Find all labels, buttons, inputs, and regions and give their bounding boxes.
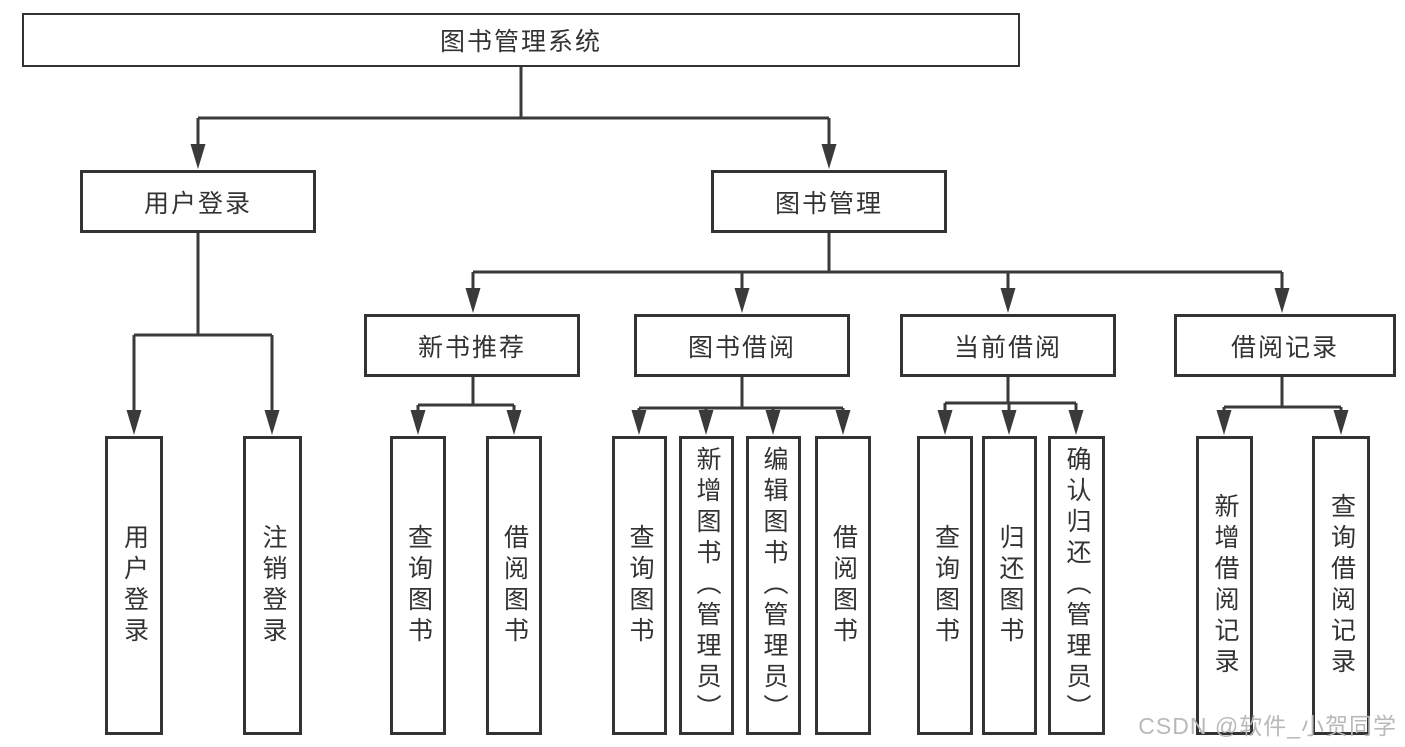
node-root-label: 图书管理系统: [439, 28, 602, 56]
leaf-user-login: 用户登录: [105, 436, 163, 735]
node-new-book-recommend: 新书推荐: [364, 314, 580, 377]
node-user-login: 用户登录: [80, 170, 316, 233]
leaf-borrow-books: 借阅图书: [815, 436, 871, 735]
leaf-add-books-admin: 新增图书（管理员）: [679, 436, 734, 735]
leaf-confirm-return-admin-label: 确认归还（管理员）: [1063, 446, 1091, 725]
node-current-borrow: 当前借阅: [900, 314, 1116, 377]
leaf-add-books-admin-label: 新增图书（管理员）: [693, 446, 721, 725]
arrowhead-icons: [126, 144, 1349, 435]
leaf-borrow-query-books-label: 查询图书: [626, 523, 654, 648]
node-book-management-label: 图书管理: [774, 189, 883, 218]
leaf-add-borrow-record: 新增借阅记录: [1196, 436, 1253, 735]
leaf-current-query-books: 查询图书: [917, 436, 973, 735]
leaf-return-books: 归还图书: [982, 436, 1037, 735]
leaf-user-login-label: 用户登录: [120, 523, 149, 648]
leaf-current-query-books-label: 查询图书: [931, 523, 960, 648]
node-borrow-records-label: 借阅记录: [1230, 333, 1339, 362]
node-borrow-records: 借阅记录: [1174, 314, 1396, 377]
node-new-book-recommend-label: 新书推荐: [417, 333, 526, 362]
leaf-newbook-query-books-label: 查询图书: [404, 523, 433, 648]
node-user-login-label: 用户登录: [143, 189, 252, 218]
leaf-newbook-query-books: 查询图书: [390, 436, 446, 735]
node-book-management: 图书管理: [711, 170, 947, 233]
leaf-edit-books-admin-label: 编辑图书（管理员）: [760, 446, 788, 725]
leaf-confirm-return-admin: 确认归还（管理员）: [1048, 436, 1105, 735]
csdn-watermark: CSDN @软件_小贺同学: [1138, 713, 1397, 739]
leaf-logout: 注销登录: [243, 436, 302, 735]
node-book-borrow: 图书借阅: [634, 314, 850, 377]
node-book-borrow-label: 图书借阅: [687, 333, 796, 362]
leaf-logout-label: 注销登录: [259, 523, 287, 648]
node-root: 图书管理系统: [22, 13, 1020, 67]
leaf-borrow-books-label: 借阅图书: [829, 523, 858, 648]
leaf-newbook-borrow-books-label: 借阅图书: [500, 523, 529, 648]
leaf-newbook-borrow-books: 借阅图书: [486, 436, 542, 735]
leaf-borrow-query-books: 查询图书: [612, 436, 667, 735]
leaf-add-borrow-record-label: 新增借阅记录: [1211, 492, 1239, 679]
leaf-query-borrow-record-label: 查询借阅记录: [1327, 492, 1356, 679]
node-current-borrow-label: 当前借阅: [953, 333, 1062, 362]
leaf-return-books-label: 归还图书: [996, 523, 1024, 648]
leaf-edit-books-admin: 编辑图书（管理员）: [746, 436, 801, 735]
leaf-query-borrow-record: 查询借阅记录: [1312, 436, 1370, 735]
